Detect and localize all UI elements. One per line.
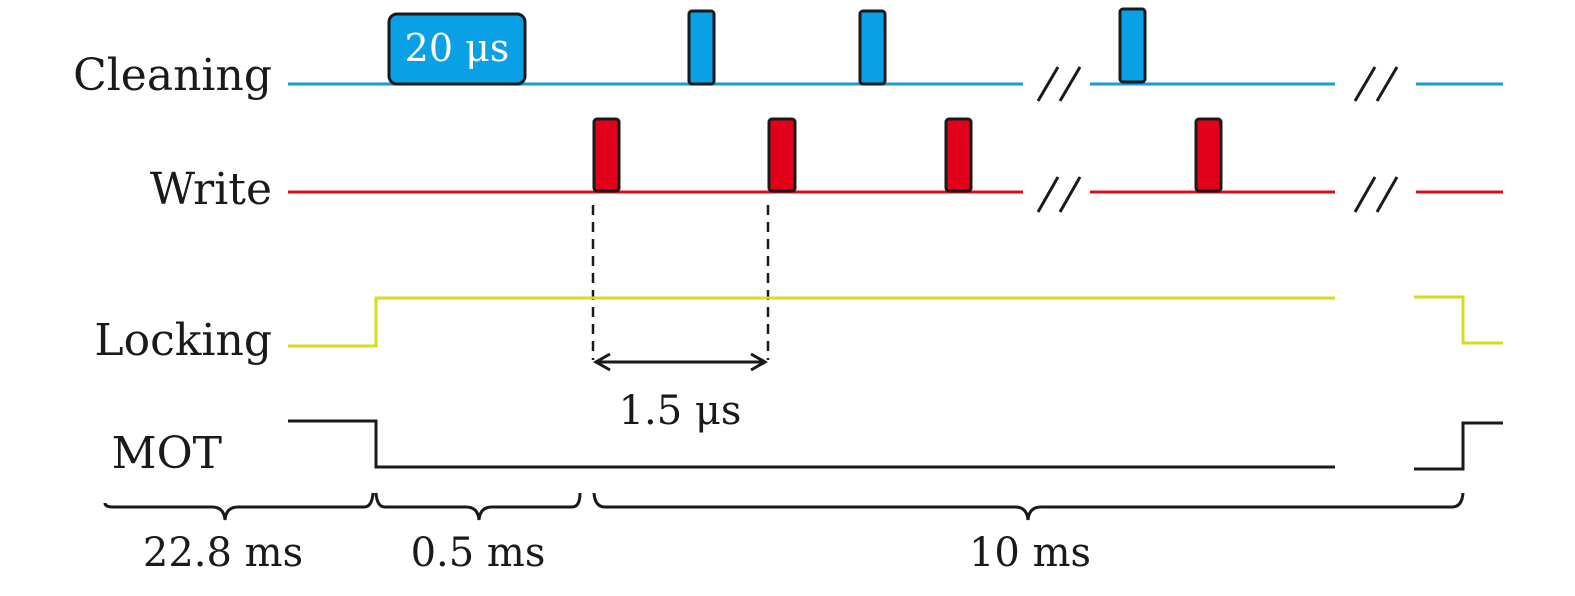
- cleaning-pulse: [687, 9, 716, 86]
- cleaning-label: Cleaning: [73, 50, 272, 101]
- write-pulse: [592, 117, 621, 193]
- mot-label: MOT: [112, 428, 222, 479]
- cleaning-pulse-width-label: 20 μs: [405, 26, 510, 70]
- locking-label: Locking: [94, 315, 272, 366]
- pulse-spacing-arrow: [592, 352, 769, 372]
- cleaning-axis-break-1: [1036, 66, 1082, 102]
- phase-duration-label: 0.5 ms: [411, 530, 546, 576]
- cleaning-axis-break-2: [1353, 66, 1399, 102]
- write-axis-break-1: [1036, 176, 1082, 213]
- cleaning-pulse: [1118, 7, 1147, 84]
- locking-trace: [288, 295, 1503, 348]
- cleaning-pulses: [387, 7, 1147, 86]
- phase-duration-label: 10 ms: [969, 530, 1091, 576]
- write-pulses: [592, 117, 1223, 193]
- write-pulse: [1194, 117, 1223, 193]
- mot-trace: [288, 419, 1503, 471]
- pulse-spacing-label: 1.5 μs: [619, 388, 742, 434]
- write-axis-break-2: [1353, 176, 1399, 213]
- cleaning-pulse: [858, 9, 887, 86]
- phase-braces: [103, 492, 1465, 521]
- phase-brace-1: [103, 492, 375, 521]
- cleaning-pulse-wide: [387, 12, 527, 86]
- write-pulse: [767, 117, 797, 193]
- phase-duration-label: 22.8 ms: [143, 530, 303, 576]
- phase-brace-2: [374, 492, 582, 521]
- write-label: Write: [150, 164, 272, 215]
- pulse-spacing-guides: [591, 205, 770, 360]
- phase-brace-3: [592, 492, 1465, 521]
- write-pulse: [944, 117, 973, 193]
